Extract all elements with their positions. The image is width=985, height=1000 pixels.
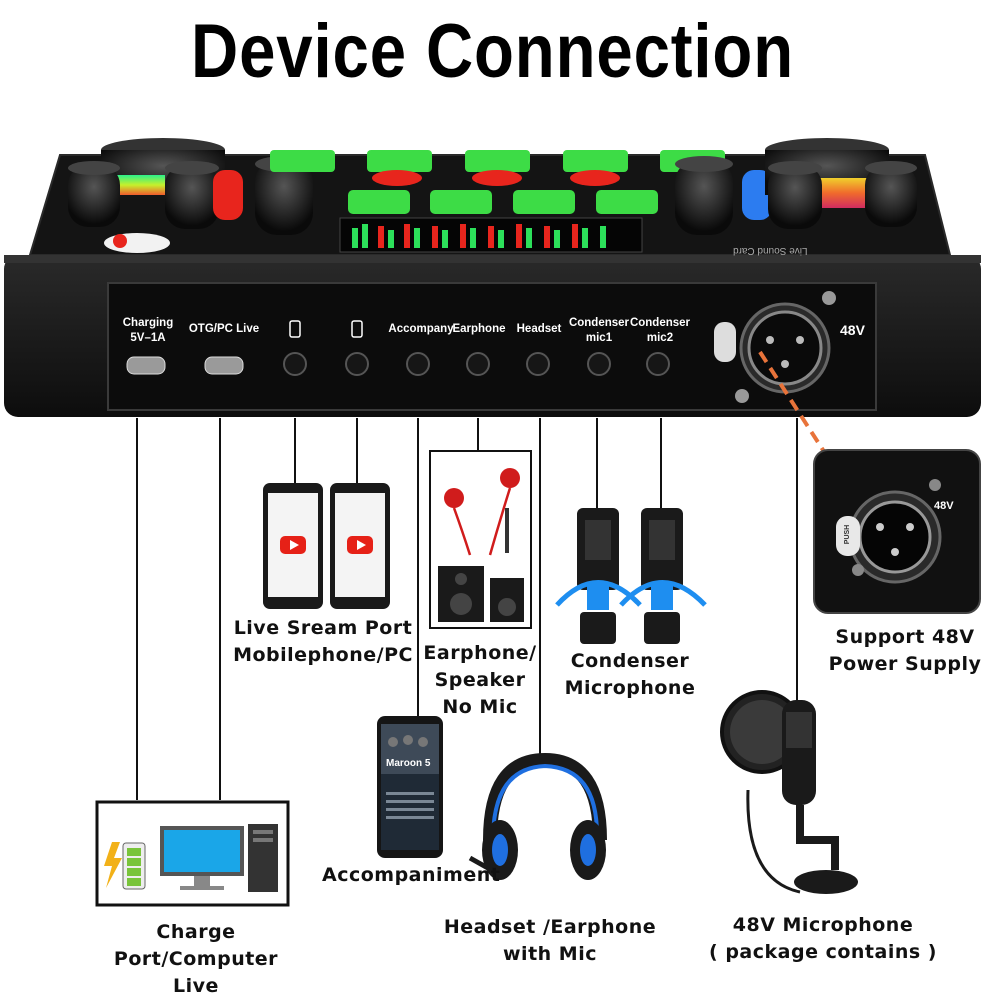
youtube-icon <box>347 536 373 554</box>
dashed-zoom-line <box>758 350 870 522</box>
inset-48v-label: 48V <box>934 500 954 512</box>
caption-support-48v: Support 48V Power Supply <box>828 626 982 675</box>
port-label-charging: Charging 5V–1A <box>122 317 174 344</box>
caption-live-stream: Live Sream Port Mobilephone/PC <box>233 617 413 666</box>
studio-microphone-48v <box>720 690 858 894</box>
condenser-microphones <box>555 508 707 644</box>
vu-meter <box>352 224 606 248</box>
knob-right-2-icon <box>768 161 822 229</box>
youtube-icon <box>280 536 306 554</box>
phone-screen-band: Maroon 5 <box>386 758 431 769</box>
phone-icon <box>351 320 363 338</box>
connection-lines <box>136 418 798 800</box>
top-controls <box>68 138 917 253</box>
live-stream-phones <box>263 483 390 609</box>
front-ports <box>126 291 836 403</box>
knob-right-1-icon <box>675 156 733 235</box>
xlr-zoom-inset <box>813 449 981 614</box>
page-title: Device Connection <box>191 9 794 94</box>
port-label-condenser2: Condenser mic2 <box>629 317 691 344</box>
gaming-headset <box>468 752 607 880</box>
caption-48v-mic: 48V Microphone ( package contains ) <box>709 914 937 963</box>
port-label-condenser1: Condenser mic1 <box>568 317 630 344</box>
port-label-otg: OTG/PC Live <box>188 323 260 335</box>
caption-headset: Headset /Earphone with Mic <box>443 916 657 965</box>
port-label-accompany: Accompany <box>388 323 454 335</box>
charger-battery-icon <box>104 842 146 890</box>
xlr-48v-label: 48V <box>840 322 865 338</box>
inset-push-label: PUSH <box>844 524 852 545</box>
device-brand-text: Live Sound Card <box>733 245 808 256</box>
earphone-speaker-box <box>429 450 532 629</box>
port-label-earphone: Earphone <box>452 323 506 335</box>
port-label-headset: Headset <box>516 323 562 335</box>
caption-charge-port: Charge Port/Computer Live <box>113 921 279 997</box>
accompaniment-phone <box>377 716 443 858</box>
phone-icon <box>289 320 301 338</box>
knob-left-1-icon <box>68 161 120 227</box>
caption-earphone-speaker: Earphone/ Speaker No Mic <box>423 642 537 718</box>
push-release-icon <box>836 516 860 556</box>
knob-right-3-icon <box>865 161 917 227</box>
pc-tower-icon <box>248 824 278 892</box>
charge-computer-box <box>95 800 290 907</box>
knob-left-2-icon <box>165 161 219 229</box>
caption-condenser: Condenser Microphone <box>564 650 696 699</box>
caption-accompaniment: Accompaniment <box>322 864 501 886</box>
pc-monitor-icon <box>160 826 244 890</box>
